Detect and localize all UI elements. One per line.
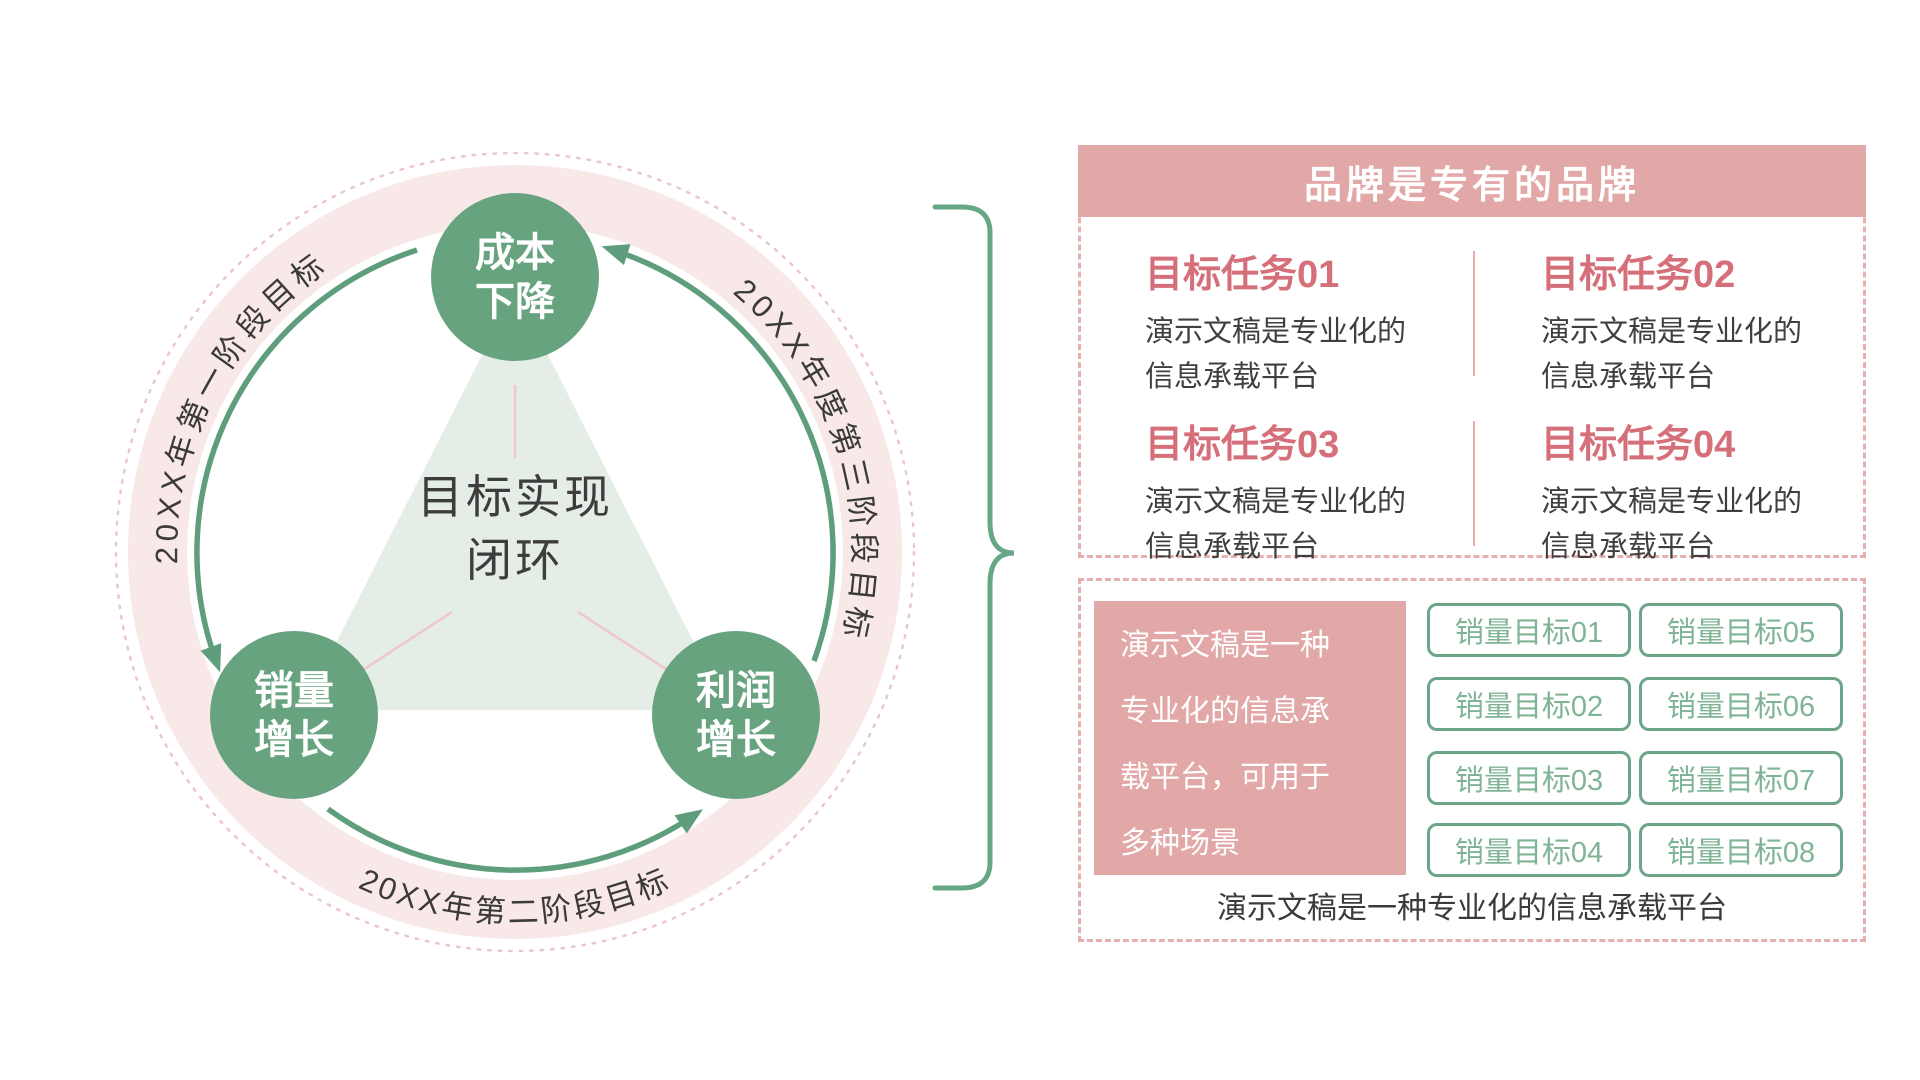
node-profit-growth: 利润 增长: [652, 631, 820, 799]
summary-box: 演示文稿是一种 专业化的信息承 载平台，可用于 多种场景: [1094, 601, 1406, 875]
task-title: 目标任务01: [1145, 254, 1340, 296]
task-text-line: 演示文稿是专业化的: [1145, 486, 1407, 518]
node-sales-growth: 销量 增长: [210, 631, 378, 799]
center-title-line2: 闭环: [466, 534, 564, 586]
column-divider: [1473, 421, 1475, 546]
node-profit-growth-line2: 增长: [696, 718, 776, 762]
sales-goal-button-08[interactable]: 销量目标08: [1639, 823, 1843, 877]
arrow-arc-left: [194, 247, 418, 673]
sales-goal-button-01[interactable]: 销量目标01: [1427, 603, 1631, 657]
node-profit-growth-line1: 利润: [696, 669, 776, 713]
task-text-line: 信息承载平台: [1145, 361, 1320, 393]
task-text-line: 演示文稿是专业化的: [1145, 316, 1407, 348]
center-triangle: [302, 290, 728, 710]
arrow-arc-bottom: [326, 806, 703, 873]
sales-goal-button-05[interactable]: 销量目标05: [1639, 603, 1843, 657]
task-block-01: 目标任务01 演示文稿是专业化的 信息承载平台: [1145, 243, 1490, 400]
sales-goals-box: 演示文稿是一种 专业化的信息承 载平台，可用于 多种场景 销量目标01 销量目标…: [1078, 578, 1866, 942]
node-sales-growth-line2: 增长: [254, 718, 334, 762]
arrow-arc-right: [601, 244, 836, 662]
sales-goal-button-06[interactable]: 销量目标06: [1639, 677, 1843, 731]
tasks-box: 品牌是专有的品牌 目标任务01 演示文稿是专业化的 信息承载平台 目标任务02 …: [1078, 145, 1866, 563]
column-divider: [1473, 251, 1475, 376]
outer-dotted-circle: [114, 151, 916, 953]
task-text-line: 信息承载平台: [1145, 531, 1320, 563]
sales-goal-button-02[interactable]: 销量目标02: [1427, 677, 1631, 731]
panel-header: 品牌是专有的品牌: [1078, 145, 1866, 217]
task-title: 目标任务04: [1541, 424, 1736, 466]
sales-goal-button-07[interactable]: 销量目标07: [1639, 751, 1843, 805]
summary-line: 多种场景: [1120, 827, 1240, 860]
task-block-02: 目标任务02 演示文稿是专业化的 信息承载平台: [1541, 243, 1886, 400]
task-text-line: 演示文稿是专业化的: [1541, 486, 1803, 518]
goal-cycle-diagram: 20XX年第一阶段目标 20XX年度第三阶段目标 20XX年第二阶段目标 成本 …: [114, 151, 1015, 953]
node-cost-down: 成本 下降: [431, 193, 599, 361]
panel-header-title: 品牌是专有的品牌: [1303, 164, 1640, 207]
task-title: 目标任务03: [1145, 424, 1340, 466]
center-title-line1: 目标实现: [417, 471, 613, 523]
summary-line: 专业化的信息承: [1120, 695, 1330, 728]
task-block-04: 目标任务04 演示文稿是专业化的 信息承载平台: [1541, 413, 1886, 570]
bottom-caption: 演示文稿是一种专业化的信息承载平台: [1217, 892, 1727, 925]
summary-line: 演示文稿是一种: [1120, 629, 1330, 662]
task-text-line: 信息承载平台: [1541, 531, 1716, 563]
task-block-03: 目标任务03 演示文稿是专业化的 信息承载平台: [1145, 413, 1490, 570]
curly-brace: [932, 204, 1015, 891]
node-cost-down-line1: 成本: [475, 231, 555, 275]
cycle-arcs: [194, 244, 836, 873]
sales-goal-button-04[interactable]: 销量目标04: [1427, 823, 1631, 877]
node-cost-down-line2: 下降: [475, 280, 555, 324]
sales-goal-button-03[interactable]: 销量目标03: [1427, 751, 1631, 805]
node-sales-growth-line1: 销量: [254, 669, 334, 713]
task-title: 目标任务02: [1541, 254, 1736, 296]
task-text-line: 演示文稿是专业化的: [1541, 316, 1803, 348]
summary-line: 载平台，可用于: [1120, 761, 1330, 794]
task-text-line: 信息承载平台: [1541, 361, 1716, 393]
